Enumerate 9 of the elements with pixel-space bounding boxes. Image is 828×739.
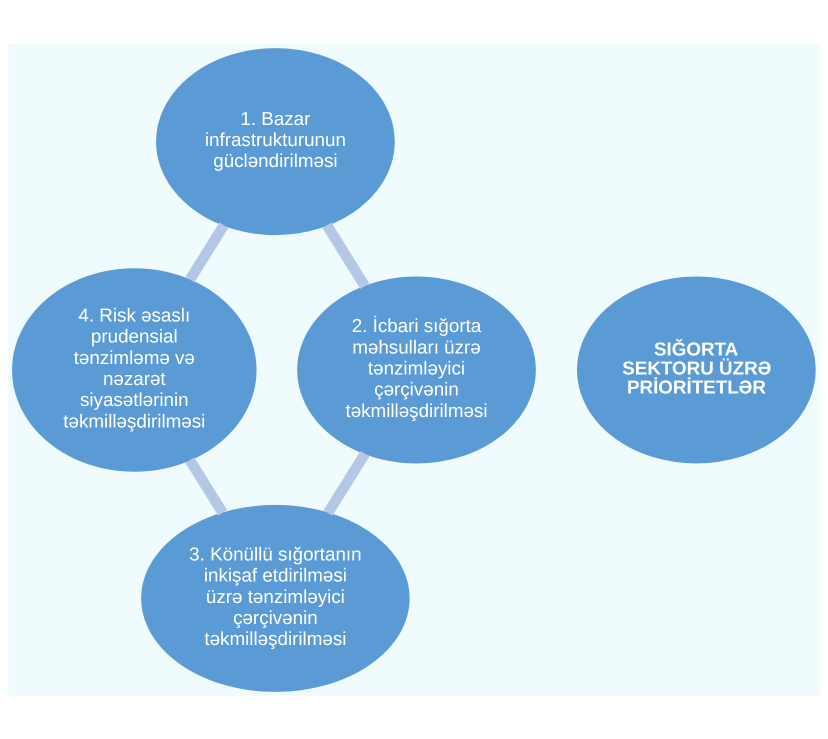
- node-ellipse: 4. Risk əsaslı prudensial tənzimləmə və nəzarət siyasətlərinin təkmilləşdirilməsi: [12, 268, 257, 472]
- node-ellipse: SIĞORTA SEKTORU ÜZRƏ PRİORİTETLƏR: [576, 276, 816, 463]
- connector: [324, 450, 370, 516]
- connector: [322, 222, 370, 288]
- connector: [185, 456, 228, 516]
- node-ellipse: 3. Könüllü sığortanın inkişaf etdirilməsi üzrə tənzimləyici çərçivənin təkmilləşdirilməsi: [141, 504, 410, 692]
- node-ellipse: 2. İcbari sığorta məhsulları üzrə tənzimləyici çərçivənin təkmilləşdirilməsi: [297, 276, 536, 463]
- connector: [186, 222, 228, 282]
- node-ellipse: 1. Bazar infrastrukturunun gücləndirilməsi: [156, 48, 395, 235]
